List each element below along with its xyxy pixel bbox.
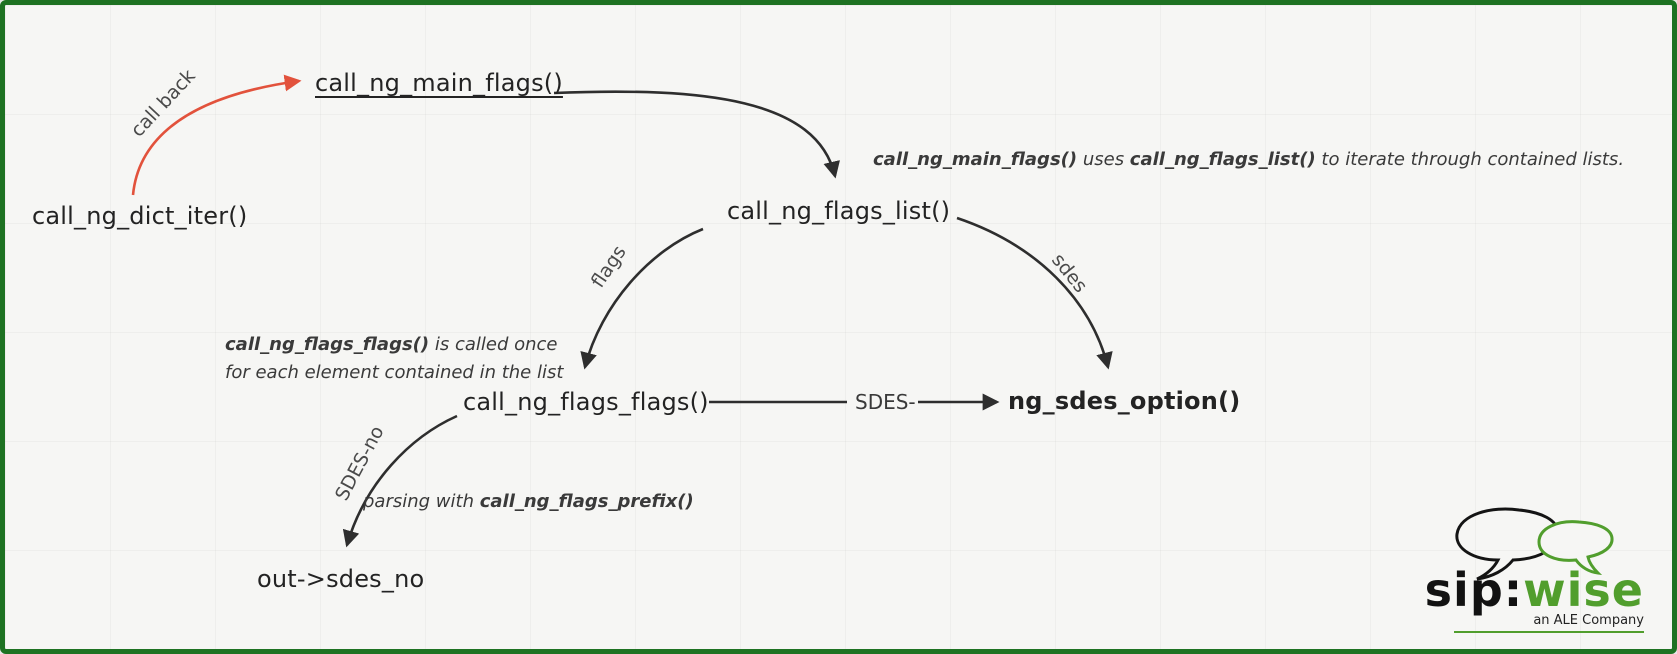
- annotation-main-flags-tail: to iterate through contained lists.: [1315, 149, 1625, 170]
- edge-flags-arrow: [580, 227, 704, 370]
- logo-wordmark: sip:wise: [1374, 567, 1644, 613]
- node-call-ng-main-flags: call_ng_main_flags(): [315, 69, 563, 97]
- edge-sdes-dash-label: SDES-: [855, 390, 916, 414]
- annotation-prefix: parsing with call_ng_flags_prefix(): [363, 488, 694, 516]
- annotation-main-flags-fn1: call_ng_main_flags(): [873, 149, 1078, 170]
- edge-sdes-label: sdes: [1047, 249, 1092, 297]
- edge-call-back-arrow: [131, 74, 302, 196]
- node-call-ng-dict-iter: call_ng_dict_iter(): [32, 202, 248, 230]
- annotation-prefix-fn: call_ng_flags_prefix(): [479, 491, 694, 512]
- logo-underline-rule: [1454, 631, 1644, 633]
- edge-flags-label: flags: [587, 242, 631, 292]
- annotation-main-flags: call_ng_main_flags() uses call_ng_flags_…: [873, 146, 1624, 174]
- sipwise-logo: sip:wise an ALE Company: [1374, 502, 1644, 633]
- node-call-ng-flags-flags: call_ng_flags_flags(): [463, 388, 709, 416]
- node-call-ng-flags-list: call_ng_flags_list(): [727, 197, 951, 225]
- annotation-prefix-lead: parsing with: [363, 491, 480, 512]
- edge-sdes-arrow: [956, 216, 1113, 370]
- node-ng-sdes-option: ng_sdes_option(): [1008, 387, 1241, 415]
- annotation-flags-flags: call_ng_flags_flags() is called once for…: [225, 331, 563, 387]
- logo-tagline: an ALE Company: [1533, 613, 1644, 628]
- logo-wise-text: wise: [1523, 563, 1644, 617]
- annotation-main-flags-fn2: call_ng_flags_list(): [1129, 149, 1316, 170]
- edge-call-back-label: call back: [127, 65, 200, 141]
- annotation-flags-flags-line2: for each element contained in the list: [225, 362, 564, 383]
- annotation-flags-flags-tail: is called once: [429, 334, 558, 355]
- annotation-flags-flags-line1: call_ng_flags_flags() is called once: [225, 331, 563, 359]
- annotation-main-flags-mid: uses: [1077, 149, 1130, 170]
- logo-sip-text: sip:: [1424, 563, 1524, 617]
- node-out-sdes-no: out->sdes_no: [257, 565, 425, 593]
- speech-bubbles-icon: [1455, 507, 1614, 581]
- edge-main-to-list-arrow: [553, 90, 840, 179]
- edge-sdes-no-arrow: [342, 414, 458, 548]
- annotation-flags-flags-fn: call_ng_flags_flags(): [225, 334, 430, 355]
